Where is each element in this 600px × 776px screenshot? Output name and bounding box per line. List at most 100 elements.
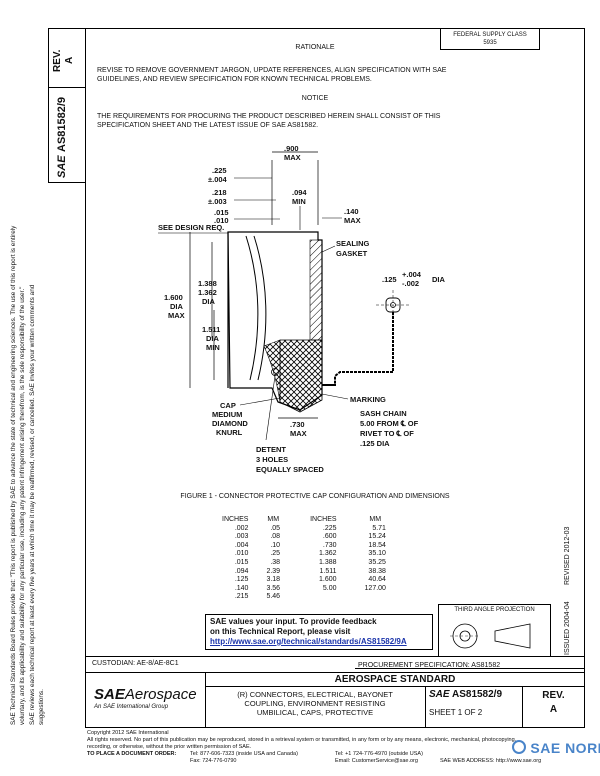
title-rev-label: REV. [542,690,565,701]
dim-140-max: MAX [344,216,361,225]
dim-730-max: MAX [290,429,307,438]
cell: .140 [234,584,249,592]
cap-drawing: .900 MAX .225 ±.004 .218 ±.003 .015 .010… [158,144,446,474]
cell: 38.38 [368,567,386,575]
dim-094-min: MIN [292,197,306,206]
dim-010-label: .010 [214,216,229,225]
col-inches-1: INCHES [222,516,249,523]
dim-1600-dia: DIA [170,302,184,311]
cell: .38 [270,558,281,566]
rationale-text-2: GUIDELINES, AND REVIEW SPECIFICATION FOR… [97,76,372,83]
document-frame [85,28,585,728]
cell: 35.10 [368,550,386,558]
projection-cone [494,623,531,649]
col-inches-2: INCHES [310,516,337,523]
projection-label: THIRD ANGLE PROJECTION [454,607,535,613]
title-header-line [205,686,585,687]
dim-1511-label: 1.511 [202,325,220,334]
dim-125-tol1: +.004 [402,270,422,279]
cell: 5.00 [322,584,337,592]
cell: .002 [234,524,249,532]
side-rev-value: A [64,56,75,64]
rationale-heading: RATIONALE [295,44,335,51]
dim-1362-label: 1.362 [198,288,217,297]
feedback-link[interactable]: http://www.sae.org/technical/standards/A… [210,637,407,646]
projection-box [438,604,551,656]
sae-aerospace-logo: SAEAerospace [94,687,197,703]
rationale-text-1: REVISE TO REMOVE GOVERNMENT JARGON, UPDA… [97,67,447,74]
cell: 18.54 [368,541,386,549]
marking-label: MARKING [350,395,386,404]
left-margin-notice-2: voluntary, and its applicability and sui… [19,286,26,725]
cell: .25 [270,550,281,558]
dim-900-max: MAX [284,153,301,162]
document-title-3: UMBILICAL, CAPS, PROTECTIVE [256,708,374,717]
dim-218-label: .218 [212,188,227,197]
footer-order: TO PLACE A DOCUMENT ORDER: [87,751,177,757]
cell [361,593,390,602]
side-sae-logo: SAE [56,155,68,178]
footer-web: SAE WEB ADDRESS: http://www.sae.org [440,758,542,764]
footer-fax: Fax: 724-776-0790 [190,758,237,764]
sae-tagline: An SAE International Group [94,704,169,710]
cell: 5.46 [266,593,281,601]
left-margin-notice-4: suggestions. [38,689,45,725]
col-mm-1: MM [267,516,280,523]
sealing-leader [321,245,336,253]
sash-chain [334,312,394,385]
sae-norm-watermark: SAE NORM [512,740,600,756]
cell: .215 [234,593,249,601]
col-mm-2: MM [369,516,382,523]
cap-inner-curve-2 [253,235,267,381]
cell: 1.362 [319,550,337,558]
title-doc-number: SAE AS81582/9 [429,689,502,700]
cell: .125 [234,576,249,584]
custodian: CUSTODIAN: AE-8/AE-8C1 [92,660,179,667]
detent-label-3: EQUALLY SPACED [256,465,324,474]
figure-caption: FIGURE 1 - CONNECTOR PROTECTIVE CAP CONF… [180,493,450,500]
sheet-number: SHEET 1 OF 2 [429,708,483,717]
title-doc-number-text: AS81582/9 [451,689,503,700]
sash-label-3: RIVET TO ℄ OF [360,429,414,438]
header-stamp-line2: 5935 [483,40,497,46]
title-rev-value: A [549,704,558,715]
sealing-label: SEALING [336,239,370,248]
notice-heading: NOTICE [301,95,329,102]
cell: .094 [234,567,249,575]
header-stamp-line1: FEDERAL SUPPLY CLASS [453,32,527,38]
left-margin-notice-1: SAE Technical Standards Board Rules prov… [10,225,17,725]
dim-125-tol2: -.002 [402,279,419,288]
sae-logo-bold: SAE [94,686,125,703]
document-title-1: (R) CONNECTORS, ELECTRICAL, BAYONET [237,690,393,699]
gasket-label: GASKET [336,249,368,258]
notice-text-2: SPECIFICATION SHEET AND THE LATEST ISSUE… [97,122,319,129]
cell: 2.39 [266,567,281,575]
detent-label-2: 3 HOLES [256,455,288,464]
cell: .015 [234,558,249,566]
dim-1388-dia: DIA [202,297,216,306]
cell: 3.56 [266,584,281,592]
cell: 40.64 [368,576,386,584]
cell: .10 [270,541,281,549]
cell [306,593,360,602]
footer-email: Email: CustomerService@sae.org [335,758,418,764]
side-doc-number: AS81582/9 [56,96,68,152]
footer-tel1: Tel: 877-606-7323 (inside USA and Canada… [190,751,298,757]
procurement-line [355,668,585,669]
sae-small-logo: SAE [429,689,450,700]
cell: .225 [322,524,337,532]
medium-label: MEDIUM [212,410,242,419]
table-row: .215 5.46 [218,593,390,602]
dim-125-dia: DIA [432,275,446,284]
footer-copyright: Copyright 2012 SAE International [87,730,169,736]
dim-225-label: .225 [212,166,227,175]
detent-label-1: DETENT [256,445,286,454]
projection-symbol [450,623,531,649]
title-divider-1 [205,672,206,728]
watermark-gear-icon [512,740,526,754]
